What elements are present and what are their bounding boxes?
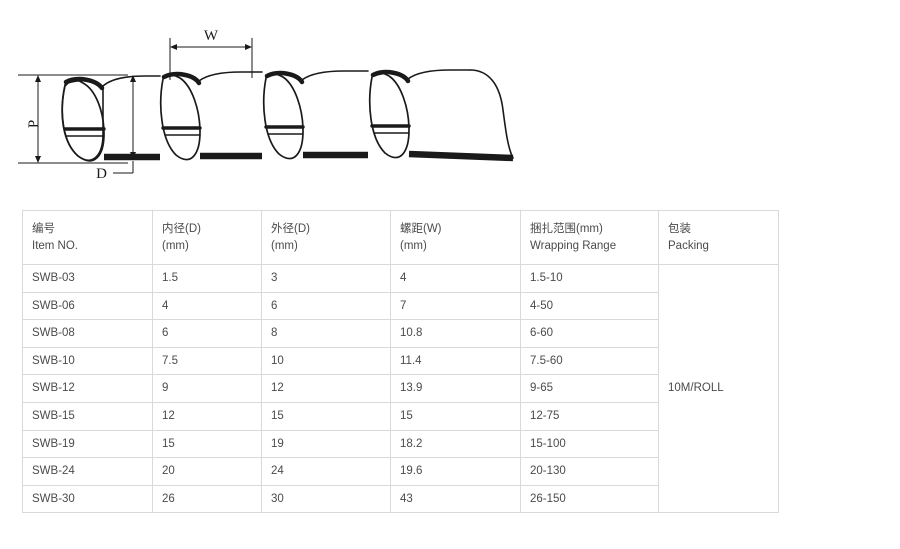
cell-wrapping-range: 12-75: [520, 401, 659, 431]
table-row: SWB-03 1.5 3 4 1.5-10 10M/ROLL: [22, 263, 779, 514]
cell-item-no: SWB-15: [22, 401, 153, 431]
cell-item-no: SWB-30: [22, 484, 153, 514]
table-row: SWB-30 26 30 43 26-150: [22, 484, 779, 514]
spiral-loop-2: [159, 71, 202, 161]
cell-inner-diameter: 4: [152, 291, 262, 321]
header-item-no: 编号 Item NO.: [22, 210, 153, 265]
header-item-no-en: Item NO.: [32, 239, 79, 252]
header-item-no-cn: 编号: [32, 222, 55, 235]
cell-item-no: SWB-19: [22, 429, 153, 459]
cell-item-no: SWB-03: [22, 264, 153, 293]
cell-wrapping-range: 6-60: [520, 319, 659, 348]
cell-inner-diameter: 9: [152, 374, 262, 403]
cell-inner-diameter: 7.5: [152, 346, 262, 376]
cell-inner-diameter: 6: [152, 319, 262, 348]
dimension-label-p: P: [26, 120, 42, 128]
cell-outer-diameter: 19: [261, 429, 391, 459]
cell-wrapping-range: 15-100: [520, 429, 659, 459]
cell-pitch: 43: [390, 484, 521, 514]
cell-wrapping-range: 7.5-60: [520, 346, 659, 376]
table-row: SWB-10 7.5 10 11.4 7.5-60: [22, 346, 779, 376]
table-row: SWB-08 6 8 10.8 6-60: [22, 319, 779, 348]
cell-wrapping-range: 9-65: [520, 374, 659, 403]
cell-outer-diameter: 12: [261, 374, 391, 403]
cell-wrapping-range: 1.5-10: [520, 264, 659, 293]
header-pitch: 螺距(W) (mm): [390, 210, 521, 265]
cell-pitch: 18.2: [390, 429, 521, 459]
cell-pitch: 11.4: [390, 346, 521, 376]
header-wrapping-range-cn: 捆扎范围(mm): [530, 222, 603, 235]
header-wrapping-range: 捆扎范围(mm) Wrapping Range: [520, 210, 659, 265]
cell-outer-diameter: 6: [261, 291, 391, 321]
cell-item-no: SWB-12: [22, 374, 153, 403]
header-wrapping-range-en: Wrapping Range: [530, 239, 617, 252]
cell-inner-diameter: 20: [152, 457, 262, 486]
cell-pitch: 15: [390, 401, 521, 431]
spiral-web-3: [301, 70, 369, 81]
cell-outer-diameter: 24: [261, 457, 391, 486]
cell-pitch: 10.8: [390, 319, 521, 348]
cell-pitch: 13.9: [390, 374, 521, 403]
cell-outer-diameter: 15: [261, 401, 391, 431]
header-inner-diameter: 内径(D) (mm): [152, 210, 262, 265]
cell-outer-diameter: 3: [261, 264, 391, 293]
cell-outer-diameter: 10: [261, 346, 391, 376]
dimension-label-w: W: [204, 28, 219, 44]
cell-pitch: 7: [390, 291, 521, 321]
header-packing: 包装 Packing: [658, 210, 779, 265]
header-outer-diameter-unit: (mm): [271, 239, 298, 252]
cell-item-no: SWB-06: [22, 291, 153, 321]
spiral-web-1: [102, 75, 161, 87]
header-outer-diameter-cn: 外径(D): [271, 222, 310, 235]
cell-item-no: SWB-08: [22, 319, 153, 348]
cell-inner-diameter: 15: [152, 429, 262, 459]
cell-pitch: 19.6: [390, 457, 521, 486]
header-packing-cn: 包装: [668, 222, 691, 235]
spiral-loop-3: [262, 70, 305, 160]
cell-item-no: SWB-10: [22, 346, 153, 376]
product-diagram: P W D: [0, 0, 560, 200]
spiral-web-tail-bottom: [408, 150, 514, 162]
table-row: SWB-06 4 6 7 4-50: [22, 291, 779, 321]
dimension-d: D: [96, 161, 134, 182]
spiral-loop-1: [61, 76, 106, 162]
dimension-w: W: [169, 28, 253, 80]
cell-pitch: 4: [390, 264, 521, 293]
cell-wrapping-range: 4-50: [520, 291, 659, 321]
header-pitch-unit: (mm): [400, 239, 427, 252]
cell-inner-diameter: 1.5: [152, 264, 262, 293]
cell-inner-diameter: 12: [152, 401, 262, 431]
table-header-row: 编号 Item NO. 内径(D) (mm) 外径(D) (mm) 螺距(W) …: [22, 210, 779, 265]
specification-table: 编号 Item NO. 内径(D) (mm) 外径(D) (mm) 螺距(W) …: [22, 210, 779, 514]
header-inner-diameter-cn: 内径(D): [162, 222, 201, 235]
cell-item-no: SWB-24: [22, 457, 153, 486]
spiral-web-tail: [407, 69, 471, 80]
cell-wrapping-range: 26-150: [520, 484, 659, 514]
spiral-web-2: [198, 71, 263, 82]
header-pitch-cn: 螺距(W): [400, 222, 442, 235]
dimension-inner-vertical: [130, 75, 136, 159]
spiral-loop-4: [368, 69, 411, 159]
cell-outer-diameter: 8: [261, 319, 391, 348]
dimension-p: P: [18, 74, 128, 164]
table-row: SWB-19 15 19 18.2 15-100: [22, 429, 779, 459]
dimension-label-d: D: [96, 166, 107, 182]
spiral-tail-curve: [469, 69, 514, 159]
cell-packing: 10M/ROLL: [658, 263, 779, 514]
cell-outer-diameter: 30: [261, 484, 391, 514]
header-inner-diameter-unit: (mm): [162, 239, 189, 252]
header-packing-en: Packing: [668, 239, 709, 252]
header-outer-diameter: 外径(D) (mm): [261, 210, 391, 265]
table-row: SWB-12 9 12 13.9 9-65: [22, 374, 779, 403]
cell-wrapping-range: 20-130: [520, 457, 659, 486]
spiral-band-group: [61, 69, 514, 162]
spiral-wrap-illustration: P W D: [18, 28, 514, 182]
cell-inner-diameter: 26: [152, 484, 262, 514]
